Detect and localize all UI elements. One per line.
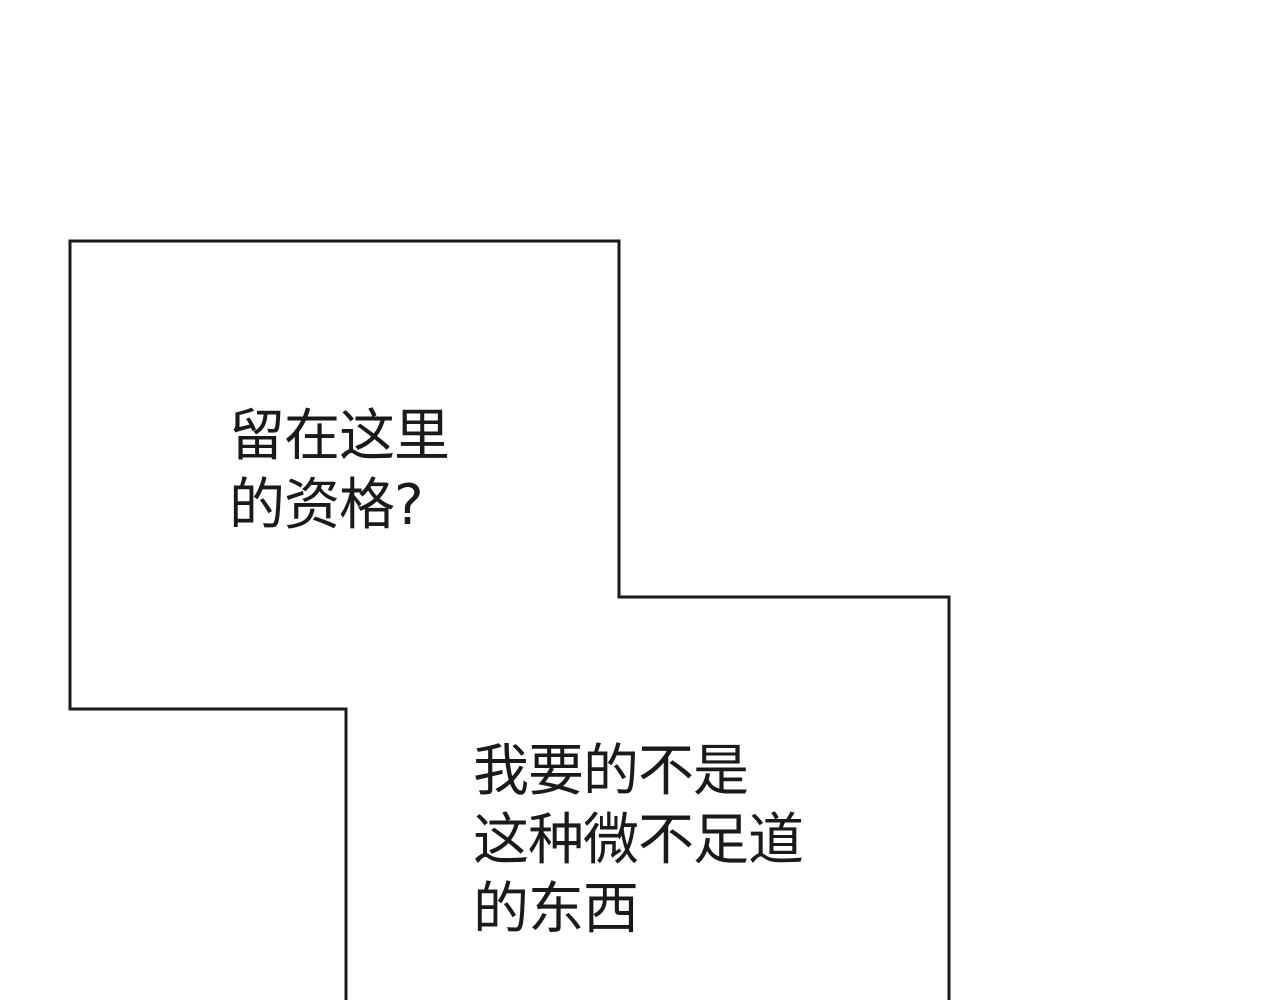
- dialogue-text-lower: 我要的不是 这种微不足道 的东西: [473, 737, 804, 944]
- dialogue-line: 的资格?: [229, 473, 424, 538]
- speech-bubble-frame: [68, 239, 951, 1000]
- dialogue-text-upper: 留在这里 的资格?: [229, 402, 450, 540]
- dialogue-line: 的东西: [473, 877, 639, 942]
- dialogue-line: 我要的不是: [473, 739, 749, 804]
- dialogue-line: 这种微不足道: [473, 808, 804, 873]
- dialogue-line: 留在这里: [229, 404, 450, 469]
